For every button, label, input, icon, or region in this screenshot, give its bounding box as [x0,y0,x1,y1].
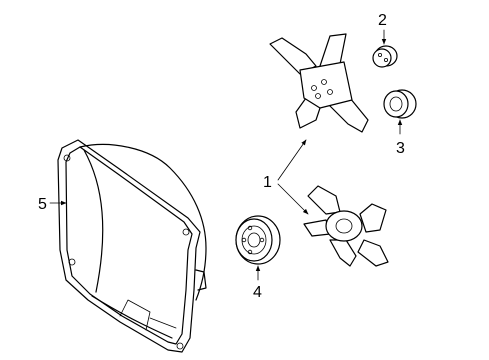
leader-lines [49,29,403,281]
callout-3: 3 [396,140,405,157]
callout-1: 1 [263,174,272,191]
fan-blade-lower [303,185,389,267]
callout-5: 5 [38,196,47,213]
fan-shroud [57,139,207,353]
callout-4: 4 [253,284,262,301]
fan-blade-upper [269,33,369,133]
fan-clutch-hub [235,215,281,265]
callout-2: 2 [378,12,387,29]
pulley-ring [383,89,417,119]
fan-spacer [372,45,398,68]
